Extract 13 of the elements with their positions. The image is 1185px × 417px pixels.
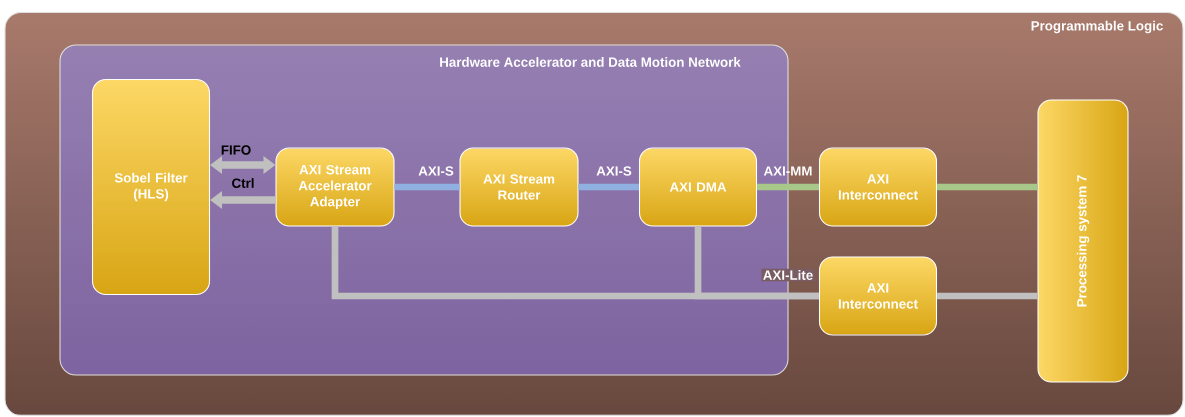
edge-label: AXI-S bbox=[596, 166, 632, 176]
edge-label: AXI-S bbox=[418, 166, 454, 176]
connector bbox=[394, 183, 460, 191]
processor-box: Processing system 7 bbox=[1037, 99, 1129, 383]
process-box: AXI Stream Router bbox=[459, 147, 579, 227]
process-box: AXI DMA bbox=[638, 147, 758, 227]
process-box: AXI Interconnect bbox=[818, 147, 938, 227]
process-box: AXI Interconnect bbox=[818, 256, 938, 336]
edge-label: AXI-MM bbox=[763, 166, 812, 176]
process-box: AXI Stream Accelerator Adapter bbox=[275, 147, 395, 227]
process-box: Sobel Filter (HLS) bbox=[92, 78, 211, 296]
edge-label: Ctrl bbox=[232, 178, 254, 188]
edge-label: FIFO bbox=[221, 145, 251, 155]
